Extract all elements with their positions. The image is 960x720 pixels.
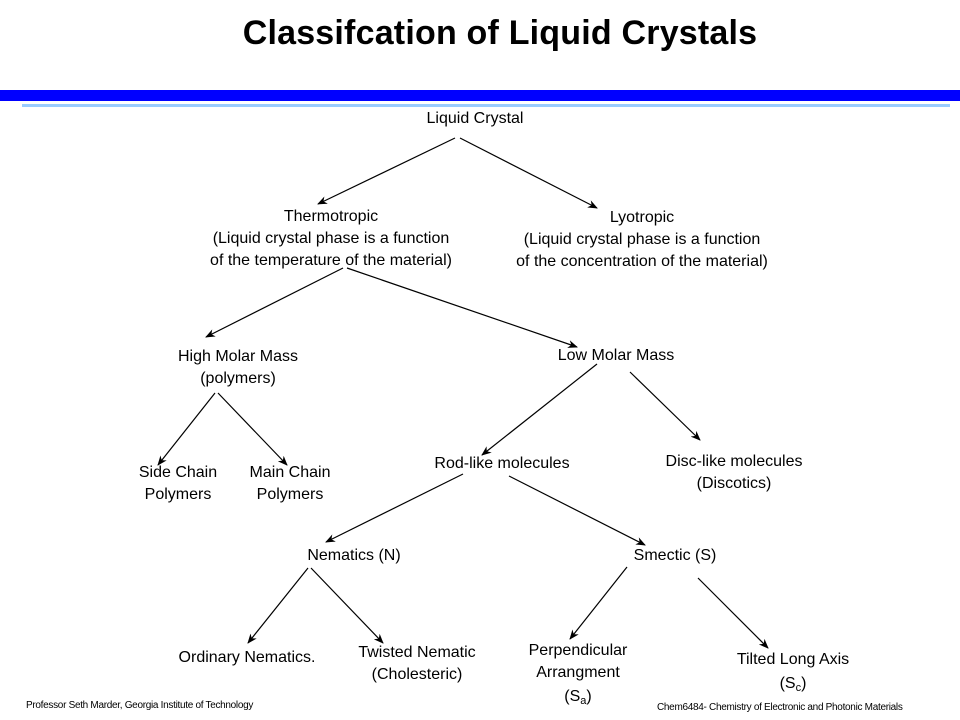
node-label-line: Thermotropic xyxy=(283,208,379,225)
arrow-smectic-to-tilted xyxy=(697,577,769,649)
node-label-line: Perpendicular xyxy=(528,642,628,659)
node-smectic: Smectic (S) xyxy=(634,545,717,567)
arrow-nematics-to-ordinary-nematics xyxy=(247,567,309,644)
node-label-line: (Discotics) xyxy=(696,475,772,492)
node-label-line: Disc-like molecules xyxy=(665,453,803,470)
arrow-thermotropic-to-high-molar-mass xyxy=(205,267,344,338)
node-label-line: Tilted Long Axis xyxy=(736,651,850,668)
node-label-line: Lyotropic xyxy=(609,209,675,226)
arrow-liquid-crystal-to-lyotropic xyxy=(459,137,598,209)
arrow-low-molar-mass-to-disc-like xyxy=(629,371,701,441)
node-label-line: Nematics (N) xyxy=(307,547,401,564)
node-ordinary-nematics: Ordinary Nematics. xyxy=(179,647,316,669)
node-tilted-long-axis: Tilted Long Axis (Sc) xyxy=(737,649,849,699)
node-disc-like-molecules: Disc-like molecules (Discotics) xyxy=(666,451,803,495)
phase-symbol: (Sc) xyxy=(779,675,807,694)
footer-author: Professor Seth Marder, Georgia Institute… xyxy=(26,700,254,711)
node-liquid-crystal: Liquid Crystal xyxy=(427,108,524,130)
node-label-line: Low Molar Mass xyxy=(557,347,675,364)
node-label-line: Main Chain xyxy=(249,464,331,481)
node-nematics: Nematics (N) xyxy=(307,545,400,567)
node-label-line: Twisted Nematic xyxy=(358,644,476,661)
node-label-line: Rod-like molecules xyxy=(434,455,570,472)
arrow-high-molar-mass-to-main-chain xyxy=(217,392,288,466)
node-label-line: Side Chain xyxy=(138,464,218,481)
node-thermotropic: Thermotropic (Liquid crystal phase is a f… xyxy=(210,206,452,272)
node-label-line: (Liquid crystal phase is a function xyxy=(212,230,450,247)
node-low-molar-mass: Low Molar Mass xyxy=(558,345,674,367)
slide-title: Classifcation of Liquid Crystals xyxy=(242,14,758,52)
arrow-liquid-crystal-to-thermotropic xyxy=(317,137,456,205)
node-label-line: Polymers xyxy=(144,486,212,503)
header-bar xyxy=(0,90,960,101)
phase-symbol: (Sa) xyxy=(564,688,592,707)
node-label-line: of the concentration of the material) xyxy=(516,253,768,270)
header-underline xyxy=(22,104,950,107)
node-label-line: Polymers xyxy=(256,486,324,503)
node-label-line: (polymers) xyxy=(200,370,276,387)
node-lyotropic: Lyotropic (Liquid crystal phase is a func… xyxy=(516,207,768,273)
node-label-line: Liquid Crystal xyxy=(426,110,524,127)
node-label-line: High Molar Mass xyxy=(177,348,299,365)
arrow-high-molar-mass-to-side-chain xyxy=(157,392,216,466)
arrow-rod-like-to-smectic xyxy=(508,475,646,546)
arrow-rod-like-to-nematics xyxy=(325,473,464,543)
node-label-line: of the temperature of the material) xyxy=(210,252,452,269)
arrow-thermotropic-to-low-molar-mass xyxy=(346,267,578,348)
node-label-line: (Cholesteric) xyxy=(371,666,463,683)
arrow-smectic-to-perpendicular xyxy=(569,566,628,640)
node-high-molar-mass: High Molar Mass (polymers) xyxy=(178,346,298,390)
node-label-line: Ordinary Nematics. xyxy=(178,649,316,666)
node-label-line: Smectic (S) xyxy=(633,547,717,564)
node-label-line: Arrangment xyxy=(536,664,620,681)
footer-course: Chem6484- Chemistry of Electronic and Ph… xyxy=(657,702,903,713)
node-label-line: (Liquid crystal phase is a function xyxy=(523,231,761,248)
arrow-low-molar-mass-to-rod-like xyxy=(481,363,598,456)
arrow-nematics-to-twisted-nematic xyxy=(310,567,384,644)
node-twisted-nematic: Twisted Nematic (Cholesteric) xyxy=(358,642,475,686)
node-rod-like-molecules: Rod-like molecules xyxy=(434,453,569,475)
